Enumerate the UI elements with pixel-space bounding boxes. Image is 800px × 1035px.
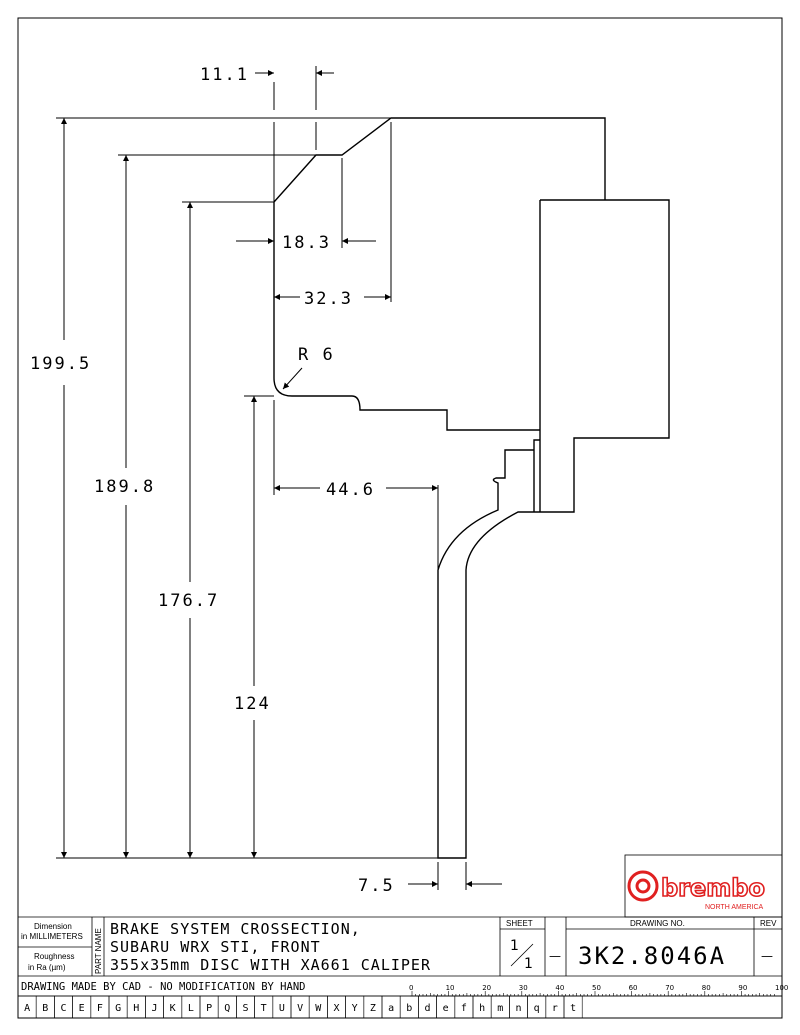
letter-cell-label: W	[315, 1003, 322, 1014]
dim-189-8: 189.8	[94, 477, 155, 497]
scale-tick-label: 60	[629, 984, 638, 992]
scale-tick-label: 20	[482, 984, 491, 992]
letter-cell-label: K	[170, 1003, 176, 1014]
dimension-lines	[61, 70, 502, 887]
rev-value: —	[761, 949, 773, 963]
letter-cell-label: L	[188, 1003, 194, 1014]
roughness-label-1: Roughness	[34, 952, 74, 961]
letter-cell-label: d	[424, 1003, 430, 1014]
scale-tick-label: 90	[738, 984, 747, 992]
roughness-label-2: in Ra (µm)	[28, 963, 66, 972]
sheet-dash: —	[549, 949, 561, 963]
letter-cell-label: m	[497, 1003, 503, 1014]
letter-cell-label: q	[534, 1003, 540, 1014]
rev-label: REV	[760, 919, 777, 928]
logo-word: brembo	[661, 874, 765, 902]
dimension-label-2: in MILLIMETERS	[21, 932, 83, 941]
dim-199-5: 199.5	[30, 354, 91, 374]
letter-cell-label: Z	[370, 1003, 376, 1014]
dim-r6: R 6	[298, 345, 335, 365]
letter-cell-label: Y	[352, 1003, 358, 1014]
title-block: brembo NORTH AMERICA Dimension in MILLIM…	[17, 854, 788, 1019]
letter-cell-label: V	[297, 1003, 303, 1014]
cross-section-profile	[273, 117, 670, 859]
letter-cell-label: b	[406, 1003, 412, 1014]
letter-cell-label: X	[333, 1003, 339, 1014]
title-line-1: BRAKE SYSTEM CROSSECTION,	[110, 920, 361, 938]
letter-cell-label: U	[279, 1003, 285, 1014]
sheet-number: 1	[510, 938, 519, 954]
scale-tick-label: 50	[592, 984, 601, 992]
sheet-total: 1	[524, 956, 533, 972]
drawing-no-label: DRAWING NO.	[630, 919, 685, 928]
letter-cell-label: n	[515, 1003, 521, 1014]
scale-tick-label: 80	[702, 984, 711, 992]
dim-44-6: 44.6	[326, 480, 375, 500]
title-line-3: 355x35mm DISC WITH XA661 CALIPER	[110, 956, 431, 974]
dim-32-3: 32.3	[304, 289, 353, 309]
letter-cell-label: t	[570, 1003, 576, 1014]
letter-cell-label: e	[443, 1003, 449, 1014]
dimension-label-1: Dimension	[34, 922, 72, 931]
scale-tick-label: 10	[446, 984, 455, 992]
letter-cell-label: T	[261, 1003, 267, 1014]
letter-cell-label: h	[479, 1003, 485, 1014]
brembo-logo-icon: brembo NORTH AMERICA	[627, 870, 766, 911]
scale-tick-label: 100	[775, 984, 788, 992]
dim-176-7: 176.7	[158, 591, 219, 611]
scale-ruler: 0 10 20 30 40 50 60 70 80 90 100	[409, 984, 788, 997]
drawing-number: 3K2.8046A	[578, 942, 726, 970]
letter-cell-label: J	[151, 1003, 157, 1014]
letter-cell-label: a	[388, 1003, 394, 1014]
dim-124: 124	[234, 694, 271, 714]
footer-note: DRAWING MADE BY CAD - NO MODIFICATION BY…	[21, 981, 305, 993]
dim-7-5: 7.5	[358, 876, 395, 896]
letter-cell-label: r	[552, 1003, 558, 1014]
letter-cell-label: C	[60, 1003, 66, 1014]
dim-11-1: 11.1	[200, 65, 249, 85]
letter-cell-label: A	[24, 1003, 30, 1014]
letter-cell	[563, 995, 583, 1019]
letter-cell-label: f	[461, 1003, 467, 1014]
logo-subtitle: NORTH AMERICA	[705, 904, 764, 911]
dim-18-3: 18.3	[282, 233, 331, 253]
scale-tick-label: 0	[409, 984, 413, 992]
letter-cell-label: F	[97, 1003, 103, 1014]
scale-tick-label: 70	[665, 984, 674, 992]
letter-cell-label: H	[133, 1003, 139, 1014]
scale-tick-label: 30	[519, 984, 528, 992]
letter-cell-label: P	[206, 1003, 212, 1014]
letter-cell-label: G	[115, 1003, 121, 1014]
title-line-2: SUBARU WRX STI, FRONT	[110, 938, 321, 956]
sheet-border	[17, 17, 783, 1019]
letter-cell-label: Q	[224, 1003, 230, 1014]
scale-tick-label: 40	[555, 984, 564, 992]
letter-cell-label: B	[42, 1003, 48, 1014]
part-outline	[56, 66, 670, 890]
part-name-label: PART NAME	[94, 928, 103, 974]
letter-cell-label: S	[242, 1003, 248, 1014]
letter-cell-label: E	[79, 1003, 85, 1014]
sheet-label: SHEET	[506, 919, 533, 928]
